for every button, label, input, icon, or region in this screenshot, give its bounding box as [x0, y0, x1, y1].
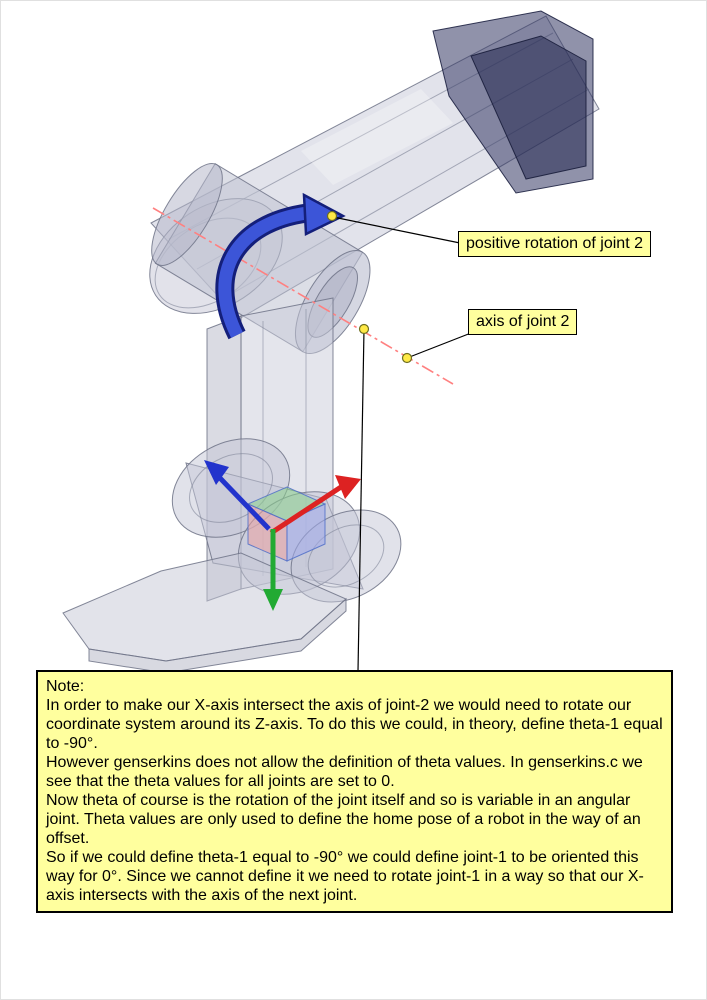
leader-axis-to-note	[357, 328, 365, 672]
robot-arm	[62, 10, 600, 674]
callout-axis-of-joint-2-label: axis of joint 2	[468, 309, 578, 335]
upper-arm-highlight	[301, 89, 453, 185]
origin-frame	[204, 460, 361, 611]
joint2-axis-line	[152, 207, 454, 385]
wrist-block-inner	[470, 35, 587, 180]
axis-marker-dots	[326, 210, 413, 364]
callout-positive-rotation-label: positive rotation of joint 2	[458, 231, 651, 257]
note-paragraph-2: However genserkins does not allow the de…	[46, 754, 643, 790]
marker-dot-mid	[358, 323, 370, 335]
note-paragraph-1: In order to make our X-axis intersect th…	[46, 697, 663, 752]
marker-dot-outer	[401, 352, 413, 364]
leader-lines	[332, 216, 472, 672]
z-axis-arrowhead	[204, 460, 229, 485]
x-axis-arrow	[269, 484, 343, 536]
marker-dot-arrow-tip	[326, 210, 338, 222]
y-axis-arrowhead	[263, 589, 283, 611]
rotation-arrowhead	[302, 192, 346, 236]
x-axis-arrowhead	[335, 475, 361, 499]
leader-positive-rotation	[332, 216, 461, 244]
note-title: Note:	[46, 678, 85, 695]
rotation-arrow	[215, 192, 346, 340]
base-slab-edge	[88, 597, 347, 674]
note-box: Note: In order to make our X-axis inters…	[36, 670, 673, 913]
z-axis-arrow	[217, 475, 271, 531]
note-paragraph-3: Now theta of course is the rotation of t…	[46, 792, 641, 847]
leader-axis	[406, 332, 472, 359]
note-paragraph-4: So if we could define theta-1 equal to -…	[46, 849, 644, 904]
